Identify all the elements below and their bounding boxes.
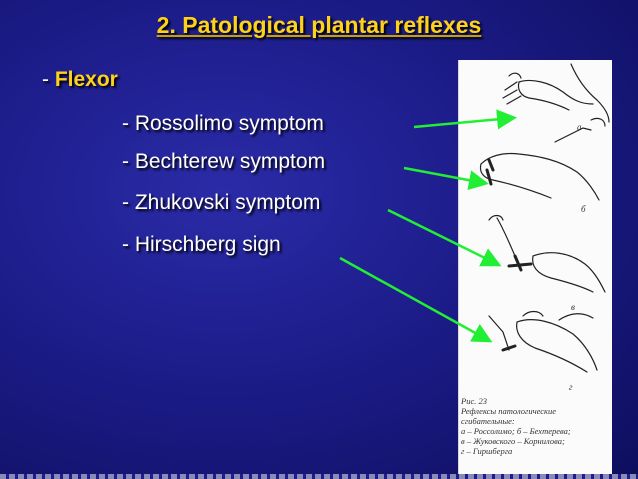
reflex-illustration: а б в г Рис. 23 Рефлексы патологические …	[458, 60, 612, 479]
flexor-heading: - Flexor	[42, 68, 118, 92]
flexor-label: Flexor	[54, 68, 118, 91]
reflex-drawings: а б в г	[479, 63, 610, 392]
flexor-dash: -	[42, 68, 55, 91]
list-item-hirschberg: - Hirschberg sign	[122, 233, 281, 256]
panel-label-d: г	[569, 382, 573, 392]
caption-line: Рефлексы патологические	[461, 406, 557, 416]
caption-line: в – Жуковского – Корнилова;	[461, 436, 565, 446]
caption-line: сгибательные:	[461, 416, 515, 426]
panel-label-b: б	[581, 204, 586, 214]
list-item-zhukovski: - Zhukovski symptom	[122, 191, 321, 214]
panel-label-c: в	[571, 302, 575, 312]
slide-title: 2. Patological plantar reflexes	[156, 12, 482, 38]
panel-label-a: а	[577, 122, 582, 132]
list-item-rossolimo: - Rossolimo symptom	[122, 112, 324, 135]
caption-line: Рис. 23	[461, 396, 487, 406]
list-item-bechterew: - Bechterew symptom	[122, 150, 326, 173]
figure-caption: Рис. 23 Рефлексы патологические сгибател…	[461, 396, 611, 456]
bottom-border	[0, 474, 638, 479]
caption-line: а – Россолимо; б – Бехтерева;	[461, 426, 571, 436]
caption-line: г – Гиршберга	[461, 446, 513, 456]
